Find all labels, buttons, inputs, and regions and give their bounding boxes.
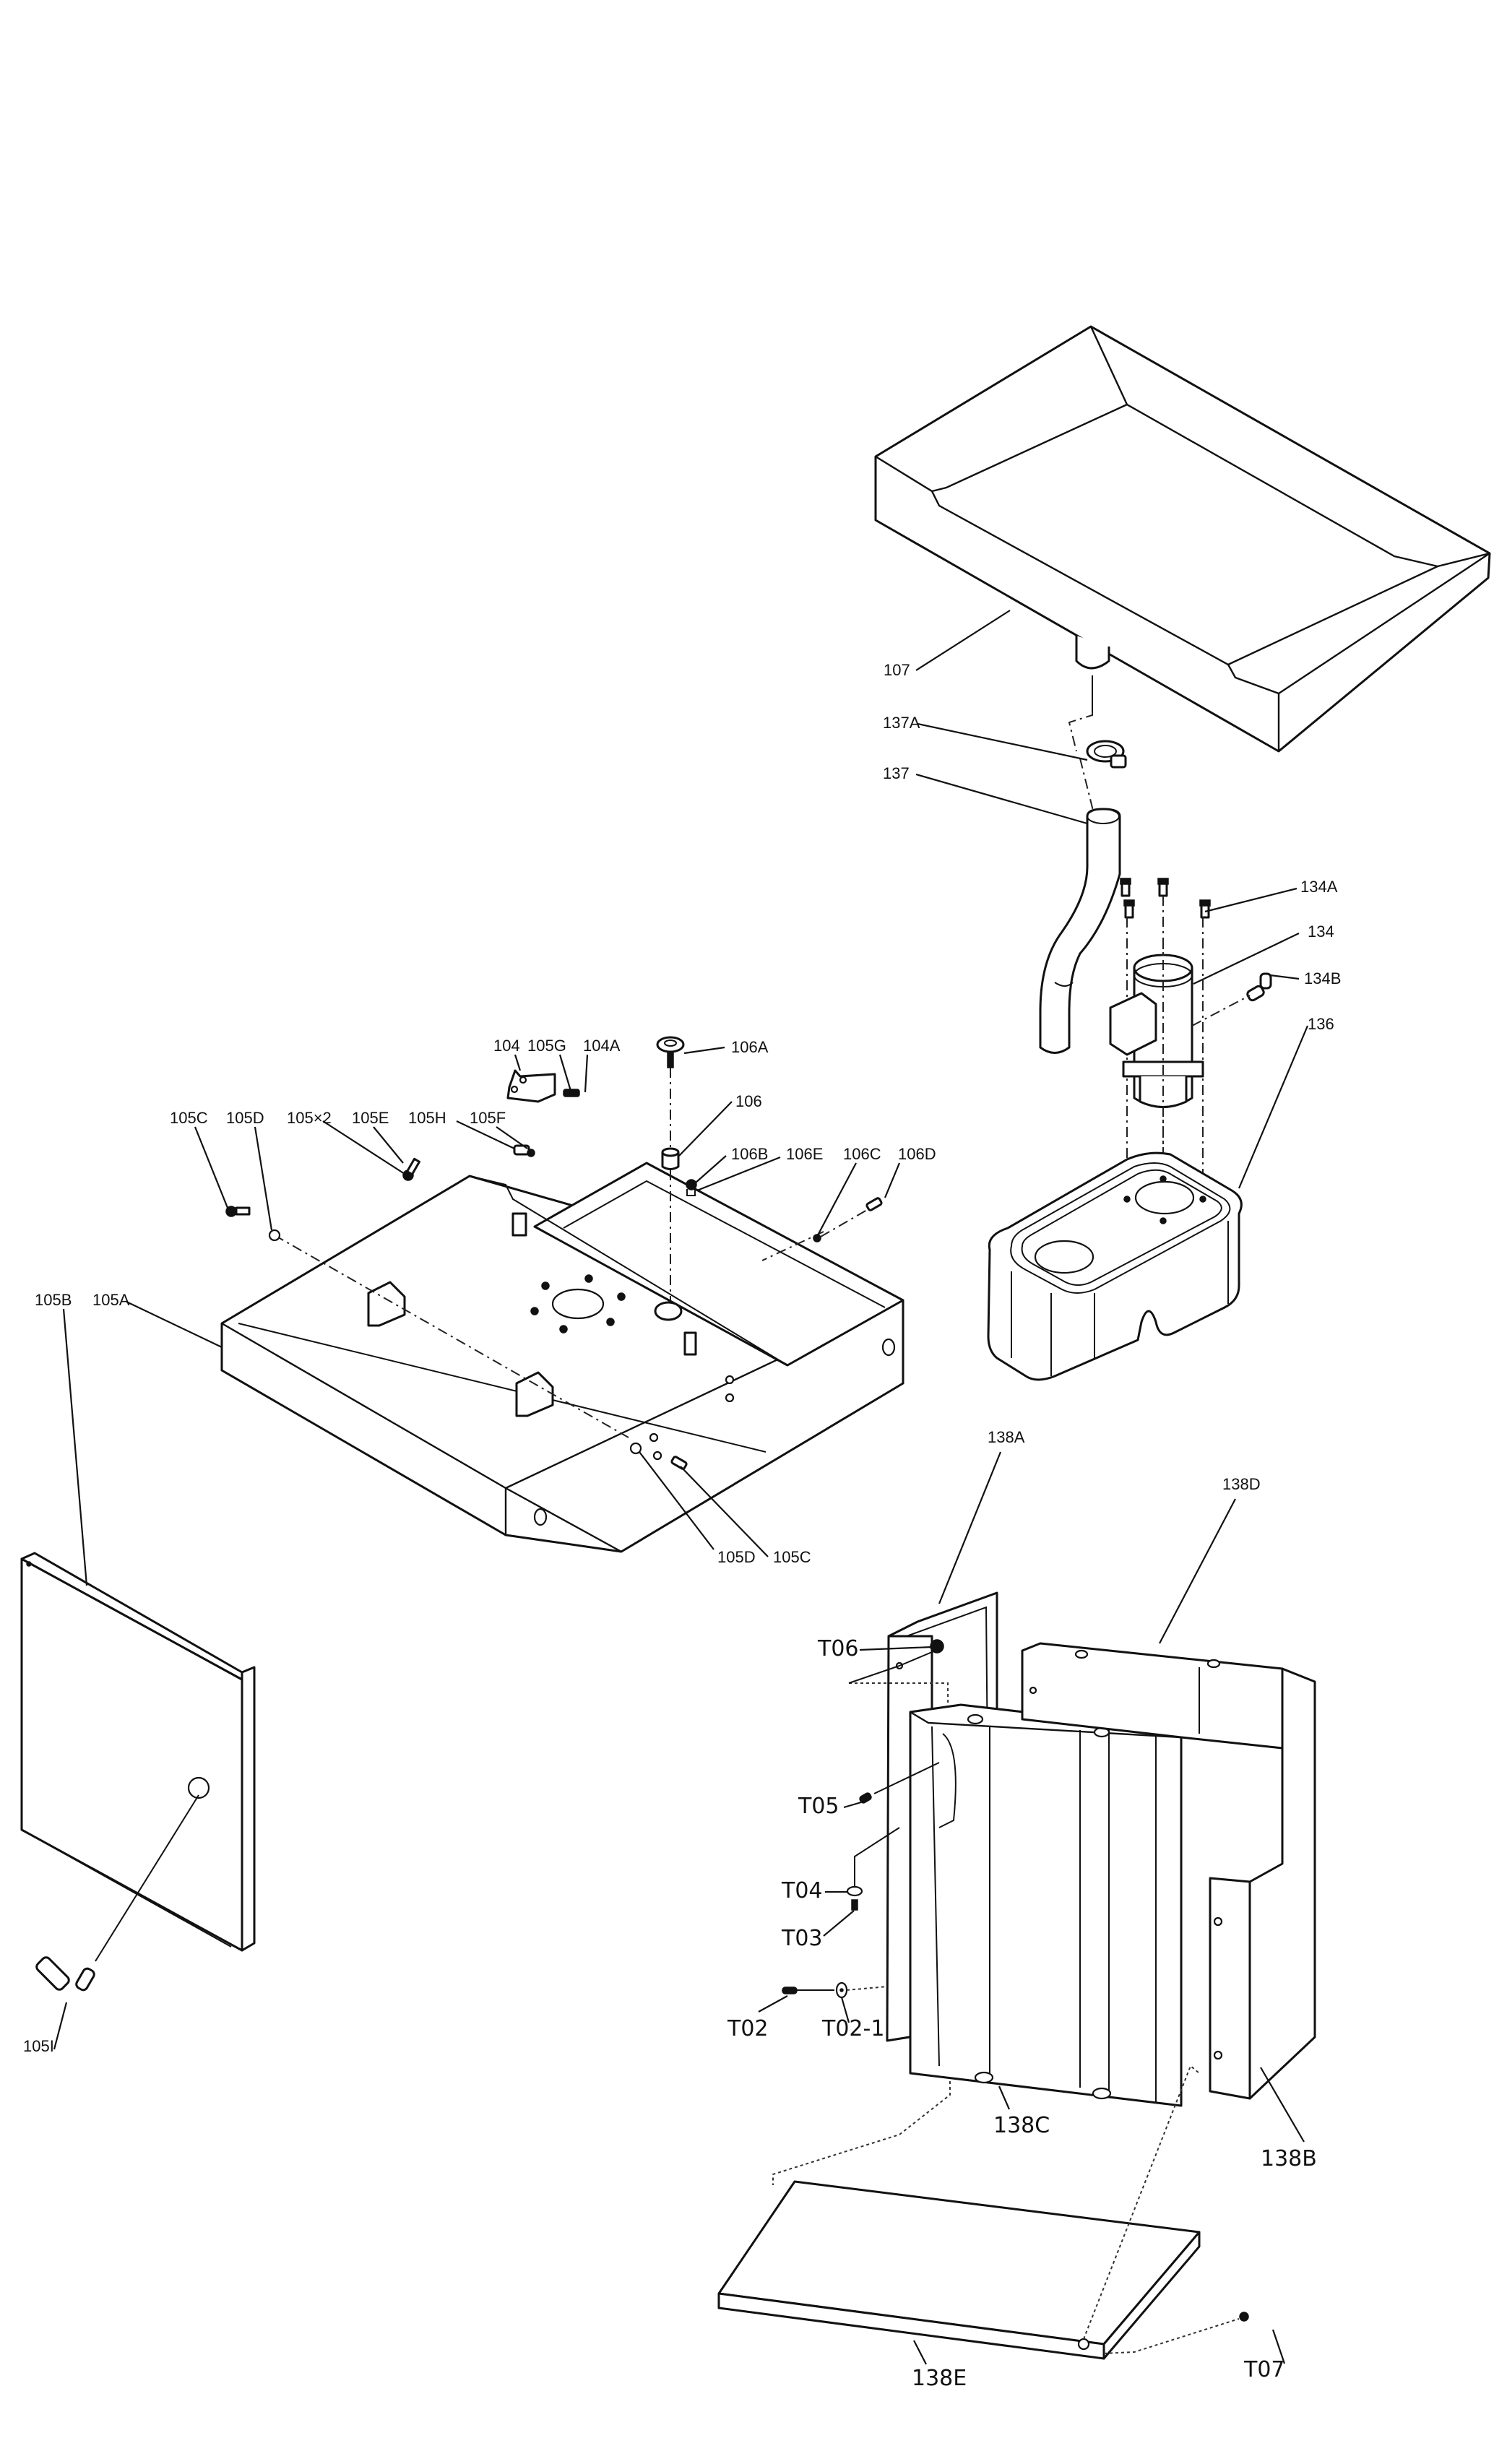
label-134A: 134A bbox=[1300, 878, 1338, 896]
label-T04: T04 bbox=[781, 1878, 823, 1903]
part-105E-handle-screw bbox=[402, 1157, 420, 1181]
part-106-bushing bbox=[661, 1147, 680, 1300]
label-104A: 104A bbox=[583, 1037, 621, 1055]
part-105A-base-frame bbox=[220, 1162, 904, 1553]
part-T02-screw bbox=[782, 1987, 834, 1994]
part-105B-door bbox=[20, 1552, 256, 1952]
part-105C-105D-bottom-fasteners bbox=[629, 1442, 688, 1470]
part-T02-1-washer bbox=[835, 1981, 888, 1999]
part-138E-bottom-plate bbox=[717, 2065, 1240, 2360]
part-138C-middle-frame bbox=[909, 1703, 1183, 2107]
label-138D: 138D bbox=[1222, 1475, 1261, 1493]
label-137A: 137A bbox=[883, 714, 920, 732]
label-106A: 106A bbox=[731, 1038, 769, 1056]
label-105A: 105A bbox=[92, 1291, 130, 1309]
part-137-drain-hose bbox=[1039, 808, 1121, 1054]
label-106B: 106B bbox=[731, 1145, 768, 1163]
label-106E: 106E bbox=[786, 1145, 823, 1163]
part-T07-screw bbox=[1239, 2312, 1249, 2322]
label-105H: 105H bbox=[408, 1109, 446, 1127]
part-T05-screw bbox=[859, 1762, 940, 1804]
label-T05: T05 bbox=[798, 1794, 839, 1819]
part-105I-handle bbox=[35, 1794, 199, 1992]
part-137A-hose-clamp bbox=[1068, 712, 1127, 817]
part-107-chip-tray bbox=[874, 325, 1491, 753]
label-106: 106 bbox=[735, 1092, 762, 1110]
label-105E: 105E bbox=[352, 1109, 389, 1127]
label-T02-1: T02-1 bbox=[821, 2016, 884, 2041]
label-105G: 105G bbox=[527, 1037, 566, 1055]
label-107: 107 bbox=[884, 661, 910, 679]
label-138C: 138C bbox=[993, 2113, 1050, 2138]
part-T06-nut bbox=[848, 1639, 944, 1684]
part-T03-screw bbox=[851, 1899, 858, 1911]
label-T03: T03 bbox=[781, 1926, 823, 1951]
label-136: 136 bbox=[1308, 1015, 1334, 1033]
part-T04-washer bbox=[846, 1827, 900, 1897]
label-105D-top: 105D bbox=[226, 1109, 264, 1127]
part-106A-knob bbox=[656, 1036, 685, 1150]
part-104-bracket bbox=[506, 1069, 556, 1103]
label-138B: 138B bbox=[1261, 2146, 1317, 2171]
label-138E: 138E bbox=[912, 2366, 967, 2391]
label-106C: 106C bbox=[843, 1145, 881, 1163]
label-105C-bottom: 105C bbox=[773, 1548, 811, 1566]
label-104: 104 bbox=[493, 1037, 520, 1055]
part-134-pump-motor bbox=[1109, 939, 1204, 1279]
label-106D: 106D bbox=[898, 1145, 936, 1163]
label-134B: 134B bbox=[1304, 969, 1341, 987]
label-T02: T02 bbox=[727, 2016, 769, 2041]
label-T07: T07 bbox=[1243, 2357, 1285, 2382]
part-106C-106D-fasteners bbox=[813, 1197, 883, 1242]
label-105C-top: 105C bbox=[170, 1109, 208, 1127]
part-labels: 107 137A 137 134A 134 134B 136 104 105G … bbox=[23, 661, 1341, 2391]
part-134B-elbow-fitting bbox=[1191, 972, 1272, 1026]
label-105x2: 105×2 bbox=[287, 1109, 332, 1127]
label-105F: 105F bbox=[470, 1109, 506, 1127]
label-134: 134 bbox=[1308, 922, 1334, 941]
part-106B-106E-fasteners bbox=[686, 1179, 697, 1196]
label-105I: 105I bbox=[23, 2037, 54, 2055]
label-105B: 105B bbox=[35, 1291, 72, 1309]
label-T06: T06 bbox=[817, 1636, 859, 1661]
part-105C-105D-top-fasteners bbox=[225, 1206, 281, 1242]
leader-lines bbox=[53, 610, 1309, 2365]
part-136-coolant-tank bbox=[987, 1151, 1243, 1381]
label-138A: 138A bbox=[988, 1428, 1025, 1446]
part-138B-right-panel bbox=[1209, 1667, 1316, 2100]
part-105G-104A-fasteners bbox=[563, 1089, 580, 1097]
label-137: 137 bbox=[883, 764, 910, 782]
label-105D-bottom: 105D bbox=[717, 1548, 756, 1566]
